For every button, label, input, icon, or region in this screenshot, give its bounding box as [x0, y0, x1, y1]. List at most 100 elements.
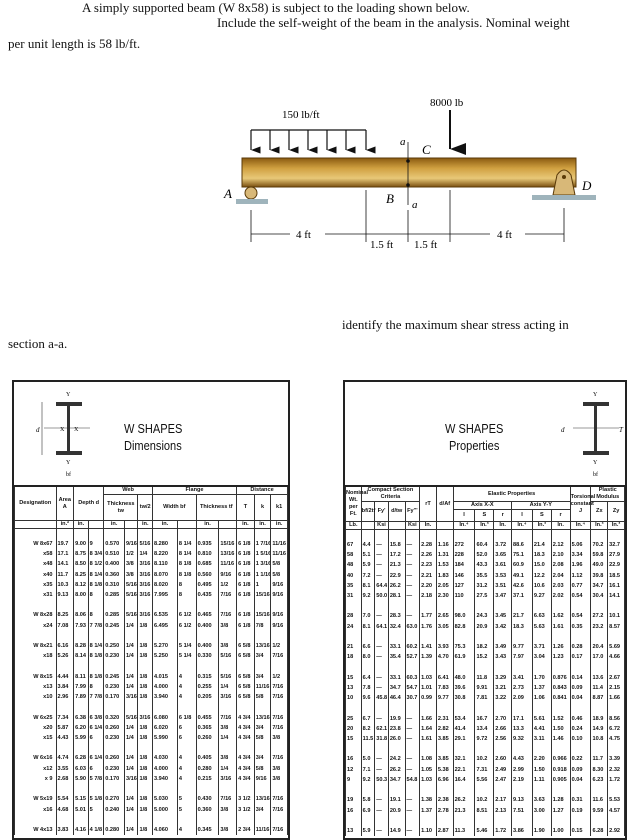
table-cell: 8	[87, 610, 105, 621]
table-cell: 9.59	[590, 805, 609, 816]
table-cell: 9/16	[270, 620, 288, 631]
table-cell: 3/4	[253, 753, 272, 764]
table-cell: 0.285	[103, 610, 125, 621]
table-cell: 5/16	[137, 538, 153, 549]
col-axis-xx: Axis X-X	[452, 501, 513, 510]
table-cell: 1	[253, 579, 272, 590]
table-cell: 2.04	[550, 570, 571, 581]
table-cell: 8.30	[590, 764, 609, 775]
table-cell: 26.2	[387, 764, 406, 775]
table-cell: 7.995	[152, 589, 178, 601]
table-cell: 9.27	[531, 590, 552, 602]
table-cell: 5.90	[73, 773, 89, 785]
table-cell: —	[374, 560, 389, 571]
table-cell: —	[404, 560, 421, 571]
table-cell: 3.34	[569, 549, 592, 561]
table-cell: W 4x13	[14, 824, 57, 836]
table-cell: 1/2	[270, 640, 288, 652]
table-cell: 2.99	[511, 764, 533, 775]
table-cell: 8 3/4	[87, 548, 105, 560]
support-a-label: A	[223, 186, 232, 201]
table-cell: 26.2	[387, 580, 406, 591]
table-cell: 1.23	[550, 652, 571, 663]
unit-cell: In.³	[474, 521, 495, 530]
table-cell: 20	[345, 723, 362, 734]
table-cell: —	[404, 764, 421, 775]
table-cell: 5.030	[152, 794, 178, 805]
table-cell: 11.7	[55, 569, 75, 580]
table-cell: 75.3	[452, 641, 476, 653]
group-spacer	[14, 600, 288, 611]
table-cell: 3/8	[123, 559, 139, 570]
table-cell: 8 1/8	[87, 651, 105, 662]
table-cell: 9/16	[218, 569, 238, 580]
table-cell: 5.56	[474, 774, 495, 786]
group-spacer	[345, 601, 625, 612]
table-cell: 11.7	[590, 754, 609, 765]
table-cell: 0.966	[550, 754, 571, 765]
table-cell: 3/16	[137, 589, 153, 601]
table-cell: 1 3/16	[253, 559, 272, 570]
table-cell: 5.250	[152, 651, 178, 662]
table-cell: 1/4	[123, 824, 139, 836]
table-cell: 10.3	[55, 579, 75, 590]
table-cell: 4	[176, 824, 197, 836]
table-cell: 1.39	[419, 652, 437, 663]
group-spacer	[14, 814, 288, 825]
table-cell: 1/2	[123, 548, 139, 560]
table-cell: 0.04	[569, 693, 592, 704]
table-cell: 22.9	[607, 560, 625, 571]
table-cell: 1/4	[218, 681, 238, 693]
table-cell: 2.19	[511, 774, 533, 786]
table-cell: 6 1/8	[236, 569, 255, 580]
table-cell: 4.000	[152, 681, 178, 693]
table-cell: 9/16	[253, 773, 272, 785]
col-web-thickness: Thickness tw	[103, 494, 139, 521]
col-J: Torsional constant J	[569, 485, 595, 522]
table-cell: 15/16	[218, 538, 238, 549]
table-cell: 0.330	[195, 651, 220, 662]
group-spacer	[14, 630, 288, 641]
table-cell: 10.2	[474, 795, 495, 806]
table-cell: 2.12	[550, 539, 571, 550]
table-cell: 27.9	[607, 549, 625, 561]
table-cell: —	[404, 549, 421, 561]
col-bf2tf: bf/2tf	[360, 501, 375, 522]
table-cell: W 8x21	[14, 640, 57, 652]
table-cell: 4 3/4	[236, 763, 255, 774]
table-cell: 35.5	[474, 570, 495, 581]
table-cell: 228	[452, 549, 476, 561]
table-cell: 52.7	[404, 652, 421, 663]
table-cell: 19.7	[55, 538, 75, 549]
table-cell: 37.1	[511, 590, 533, 602]
table-cell: 3/4	[253, 651, 272, 662]
table-cell: 1/8	[137, 692, 153, 703]
table-cell: 7/16	[218, 794, 238, 805]
table-cell: 0.280	[195, 763, 220, 774]
group-spacer	[14, 661, 288, 672]
table-cell: 2.70	[493, 713, 513, 724]
table-cell: 3/8	[218, 804, 238, 815]
table-cell: 3.51	[493, 580, 513, 591]
group-spacer	[345, 662, 625, 673]
table-cell: 5 1/4	[176, 651, 197, 662]
properties-table: Nominal Wt. per Ft.Compact Section Crite…	[345, 485, 625, 837]
table-cell: 3/16	[137, 569, 153, 580]
table-cell: x24	[14, 620, 57, 631]
table-cell: 6	[87, 763, 105, 774]
table-cell: 5.990	[152, 732, 178, 744]
table-cell: 1/8	[137, 773, 153, 785]
table-cell: 0.841	[550, 693, 571, 704]
table-cell: 0.935	[195, 538, 220, 549]
section-label-bottom: a	[412, 199, 418, 211]
table-cell: 9.13	[55, 589, 75, 601]
table-cell: 6.16	[55, 640, 75, 652]
table-cell: 1.16	[435, 539, 454, 550]
table-cell: —	[374, 549, 389, 561]
